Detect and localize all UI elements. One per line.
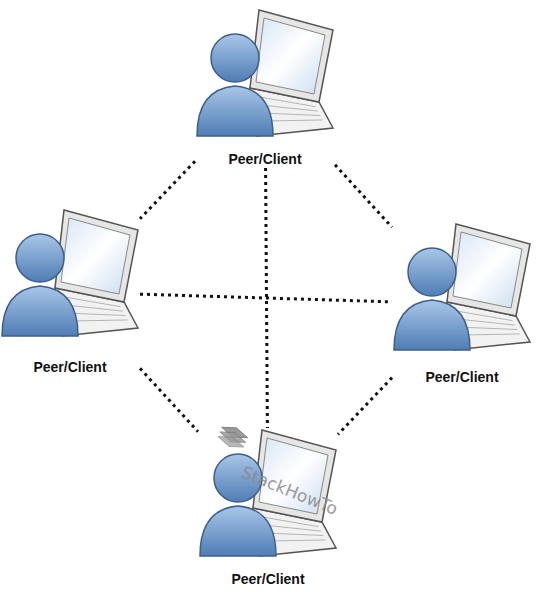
peer-node: Peer/Client <box>195 8 335 168</box>
peer-icon <box>195 8 335 138</box>
node-label: Peer/Client <box>372 368 549 386</box>
node-label: Peer/Client <box>175 150 355 168</box>
watermark-icon <box>214 424 250 454</box>
peer-node: Peer/Client <box>0 208 140 376</box>
peer-icon <box>392 222 532 352</box>
dotted-link <box>140 368 198 431</box>
peer-icon <box>0 208 140 338</box>
peer-node: Peer/Client <box>392 222 532 386</box>
node-label: Peer/Client <box>178 570 358 588</box>
dotted-link <box>140 161 195 219</box>
dotted-link <box>140 294 392 302</box>
dotted-link <box>335 165 392 227</box>
node-label: Peer/Client <box>0 358 160 376</box>
dotted-link <box>338 378 392 435</box>
